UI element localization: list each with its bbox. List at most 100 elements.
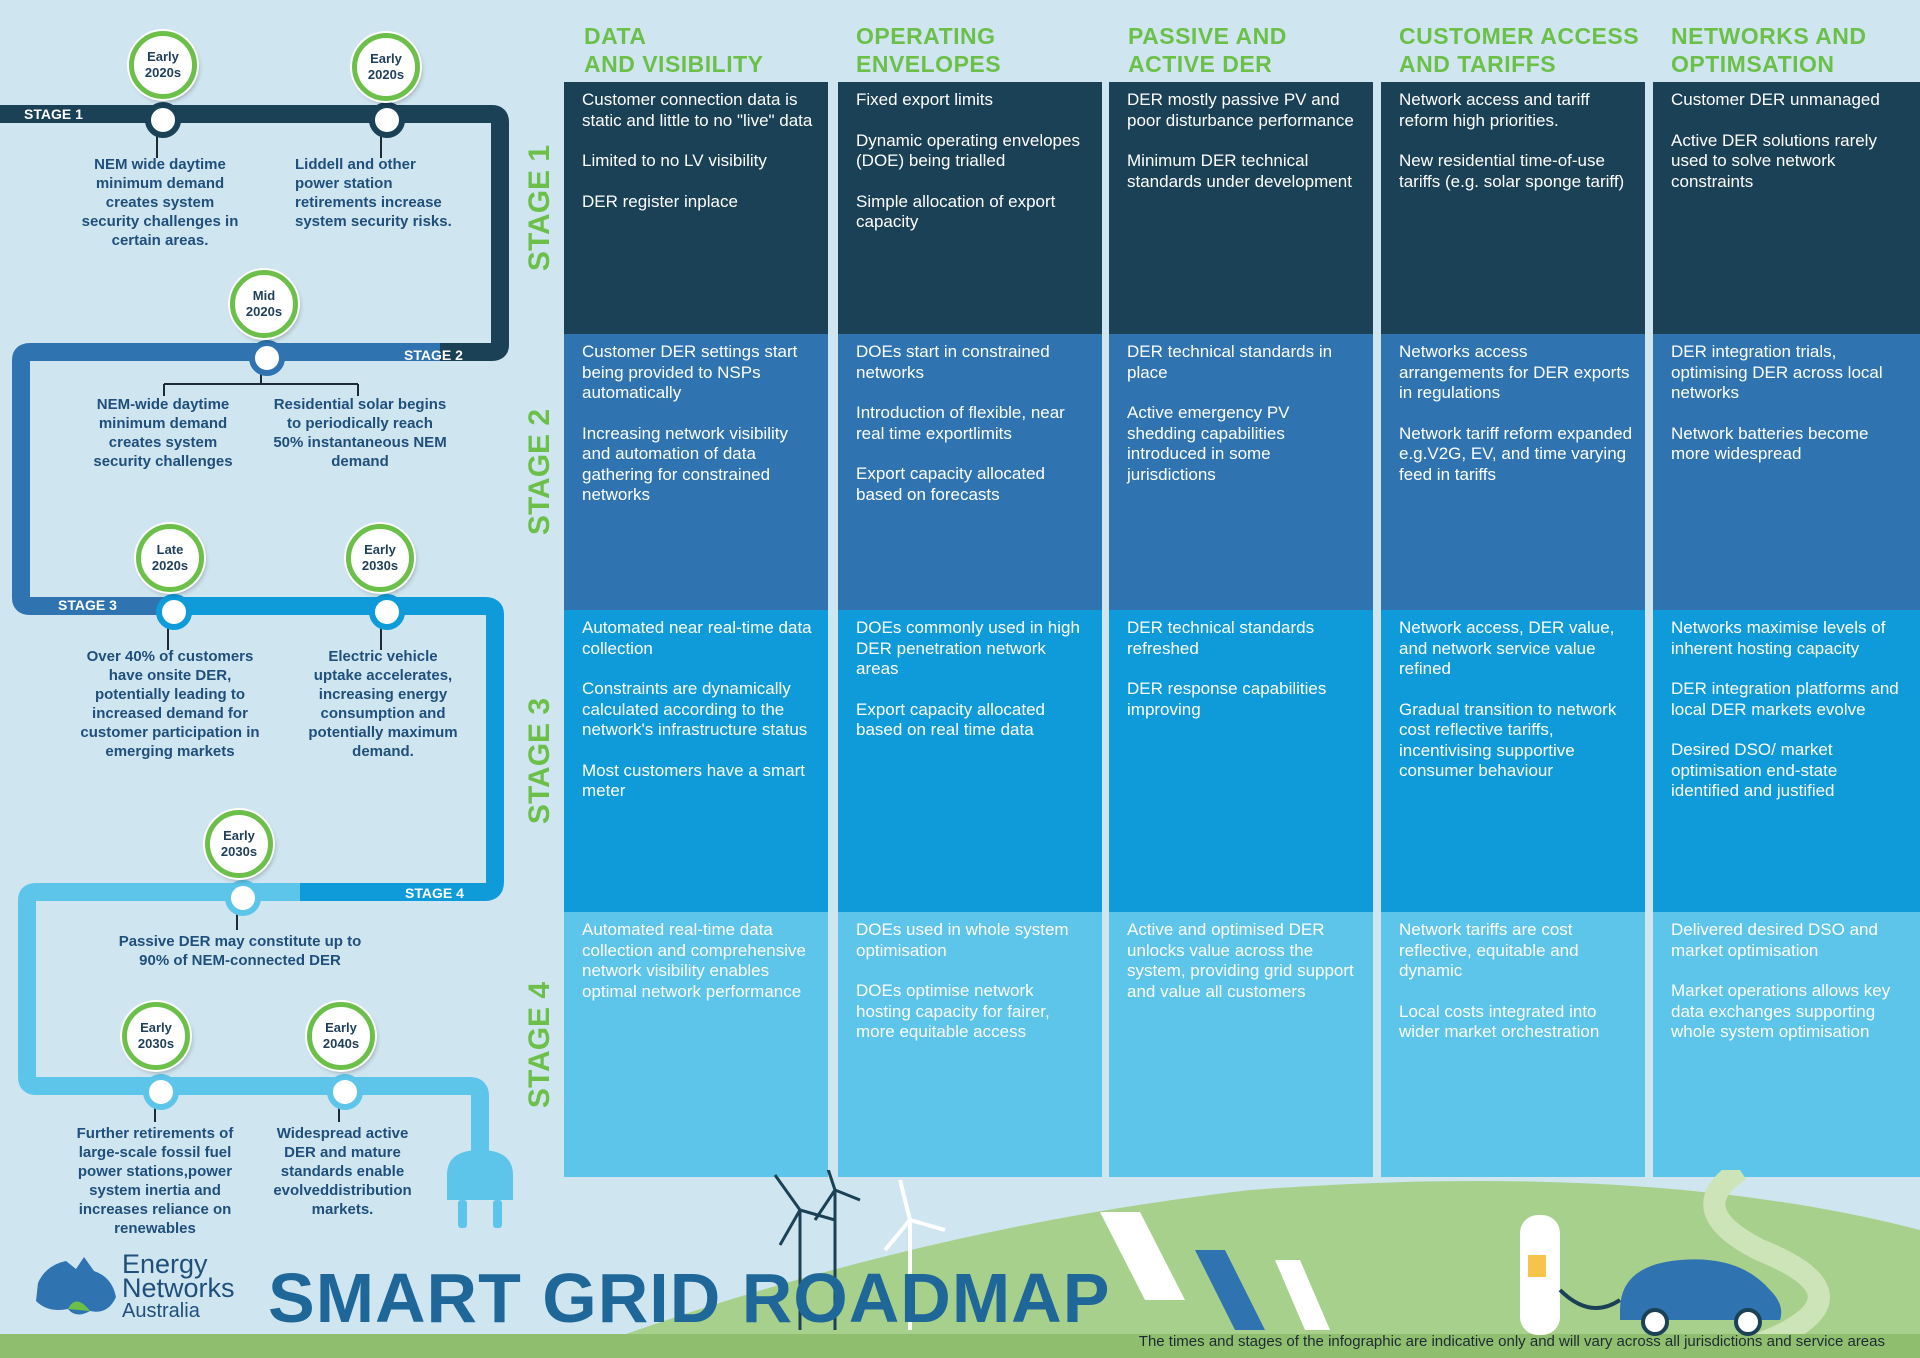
grid-cell: Delivered desired DSO and market optimis… xyxy=(1653,912,1920,1177)
cell-text: DER register inplace xyxy=(582,191,738,211)
timeline-node xyxy=(327,1074,363,1110)
timeline-path xyxy=(0,105,513,1228)
cell-text: Introduction of flexible, near real time… xyxy=(856,403,1065,443)
grid-cell: Network access, DER value, and network s… xyxy=(1381,610,1645,912)
cell-text: Market operations allows key data exchan… xyxy=(1671,981,1891,1041)
stage-4-tag: STAGE 4 xyxy=(405,885,464,901)
cell-text: DER mostly passive PV and poor disturban… xyxy=(1127,90,1354,130)
grid-cell: Networks maximise levels of inherent hos… xyxy=(1653,610,1920,912)
cell-text: Constraints are dynamically calculated a… xyxy=(582,679,808,739)
cell-text: Network access, DER value, and network s… xyxy=(1399,618,1615,678)
grid-cell: Networks access arrangements for DER exp… xyxy=(1381,334,1645,610)
grid-cell: Network tariffs are cost reflective, equ… xyxy=(1381,912,1645,1177)
cell-text: Network tariffs are cost reflective, equ… xyxy=(1399,920,1579,980)
cell-text: Networks access arrangements for DER exp… xyxy=(1399,342,1630,402)
timeline-node xyxy=(369,102,405,138)
path-stage-1 xyxy=(0,105,509,361)
cell-text: Active emergency PV shedding capabilitie… xyxy=(1127,403,1290,484)
milestone-text: Over 40% of customers have onsite DER, p… xyxy=(80,648,260,760)
milestone-text: Widespread active DER and mature standar… xyxy=(273,1125,412,1218)
wind-turbine-icon xyxy=(773,1170,861,1330)
grid-cell: Active and optimised DER unlocks value a… xyxy=(1109,912,1373,1177)
cell-text: Gradual transition to network cost refle… xyxy=(1399,699,1617,781)
cell-text: Desired DSO/ market optimisation end-sta… xyxy=(1671,740,1838,800)
australia-logo-icon xyxy=(36,1257,116,1315)
electric-car-icon xyxy=(1620,1259,1782,1336)
cell-text: DER integration trials, optimising DER a… xyxy=(1671,342,1883,402)
path-stage-3 xyxy=(180,597,504,901)
path-stage-2 xyxy=(11,343,440,615)
landscape-illustration xyxy=(0,1170,1920,1358)
cell-text: Customer DER settings start being provid… xyxy=(582,342,798,402)
cell-text: Dynamic operating envelopes (DOE) being … xyxy=(856,130,1080,171)
stage-row-label: STAGE 3 xyxy=(523,697,557,825)
timeline-node xyxy=(156,594,192,630)
cell-text: Customer DER unmanaged xyxy=(1671,90,1880,109)
timeline-node xyxy=(225,880,261,916)
stage-row-label: STAGE 1 xyxy=(523,144,557,272)
solar-panel-icon xyxy=(1100,1212,1330,1330)
cell-text: Customer connection data is static and l… xyxy=(582,90,813,130)
cell-text: Export capacity allocated based on forec… xyxy=(856,464,1045,504)
cell-text: Fixed export limits xyxy=(856,90,993,109)
grid-cell: Automated real-time data collection and … xyxy=(564,912,828,1177)
cell-text: DER technical standards in place xyxy=(1127,342,1333,382)
footnote: The times and stages of the infographic … xyxy=(1138,1333,1885,1350)
cell-text: DOEs commonly used in high DER penetrati… xyxy=(856,618,1080,678)
path-stage-4 xyxy=(18,883,489,1165)
stage-3-tag: STAGE 3 xyxy=(58,597,117,613)
stage-row-label: STAGE 4 xyxy=(523,981,557,1108)
cell-text: Network batteries become more widespread xyxy=(1671,423,1869,464)
timeline-node xyxy=(145,102,181,138)
stage-2-tag: STAGE 2 xyxy=(404,347,463,363)
grid-cell: DOEs commonly used in high DER penetrati… xyxy=(838,610,1102,912)
milestone-text: Electric vehicle uptake accelerates, inc… xyxy=(308,648,458,760)
milestone-text: NEM wide daytime minimum demand creates … xyxy=(81,156,239,249)
grid-cell: Automated near real-time data collection… xyxy=(564,610,828,912)
milestone-text: NEM-wide daytime minimum demand creates … xyxy=(93,396,233,470)
milestone-text: Residential solar begins to periodically… xyxy=(273,396,447,470)
cell-text: DOEs used in whole system optimisation xyxy=(856,920,1069,960)
milestone-text: Further retirements of large-scale fossi… xyxy=(76,1125,234,1237)
cell-text: Active DER solutions rarely used to solv… xyxy=(1671,130,1877,191)
logo-wordmark: Energy Networks Australia xyxy=(122,1249,235,1323)
stage-1-tag: STAGE 1 xyxy=(24,106,83,122)
cell-text: Delivered desired DSO and market optimis… xyxy=(1671,920,1878,960)
plug-icon xyxy=(447,1150,513,1228)
cell-text: DOEs start in constrained networks xyxy=(856,342,1050,382)
grid-cell: Customer DER settings start being provid… xyxy=(564,334,828,610)
cell-text: Limited to no LV visibility xyxy=(582,151,767,170)
cell-text: Automated real-time data collection and … xyxy=(582,920,806,1001)
grid-cell: Customer connection data is static and l… xyxy=(564,82,828,334)
timeline-node xyxy=(369,594,405,630)
cell-text: DER integration platforms and local DER … xyxy=(1671,679,1899,719)
cell-text: DER response capabilities improving xyxy=(1127,679,1327,719)
cell-text: Most customers have a smart meter xyxy=(582,760,805,801)
cell-text: Network tariff reform expanded e.g.V2G, … xyxy=(1399,423,1633,484)
grid-cell: Network access and tariff reform high pr… xyxy=(1381,82,1645,334)
milestone-text: Liddell and other power station retireme… xyxy=(295,156,452,230)
timeline-node xyxy=(249,340,285,376)
cell-text: Export capacity allocated based on real … xyxy=(856,699,1045,740)
cell-text: New residential time-of-use tariffs (e.g… xyxy=(1399,151,1625,191)
stage-row-label: STAGE 2 xyxy=(523,408,557,536)
cell-text: Local costs integrated into wider market… xyxy=(1399,1001,1600,1042)
cell-text: Active and optimised DER unlocks value a… xyxy=(1127,920,1354,1001)
